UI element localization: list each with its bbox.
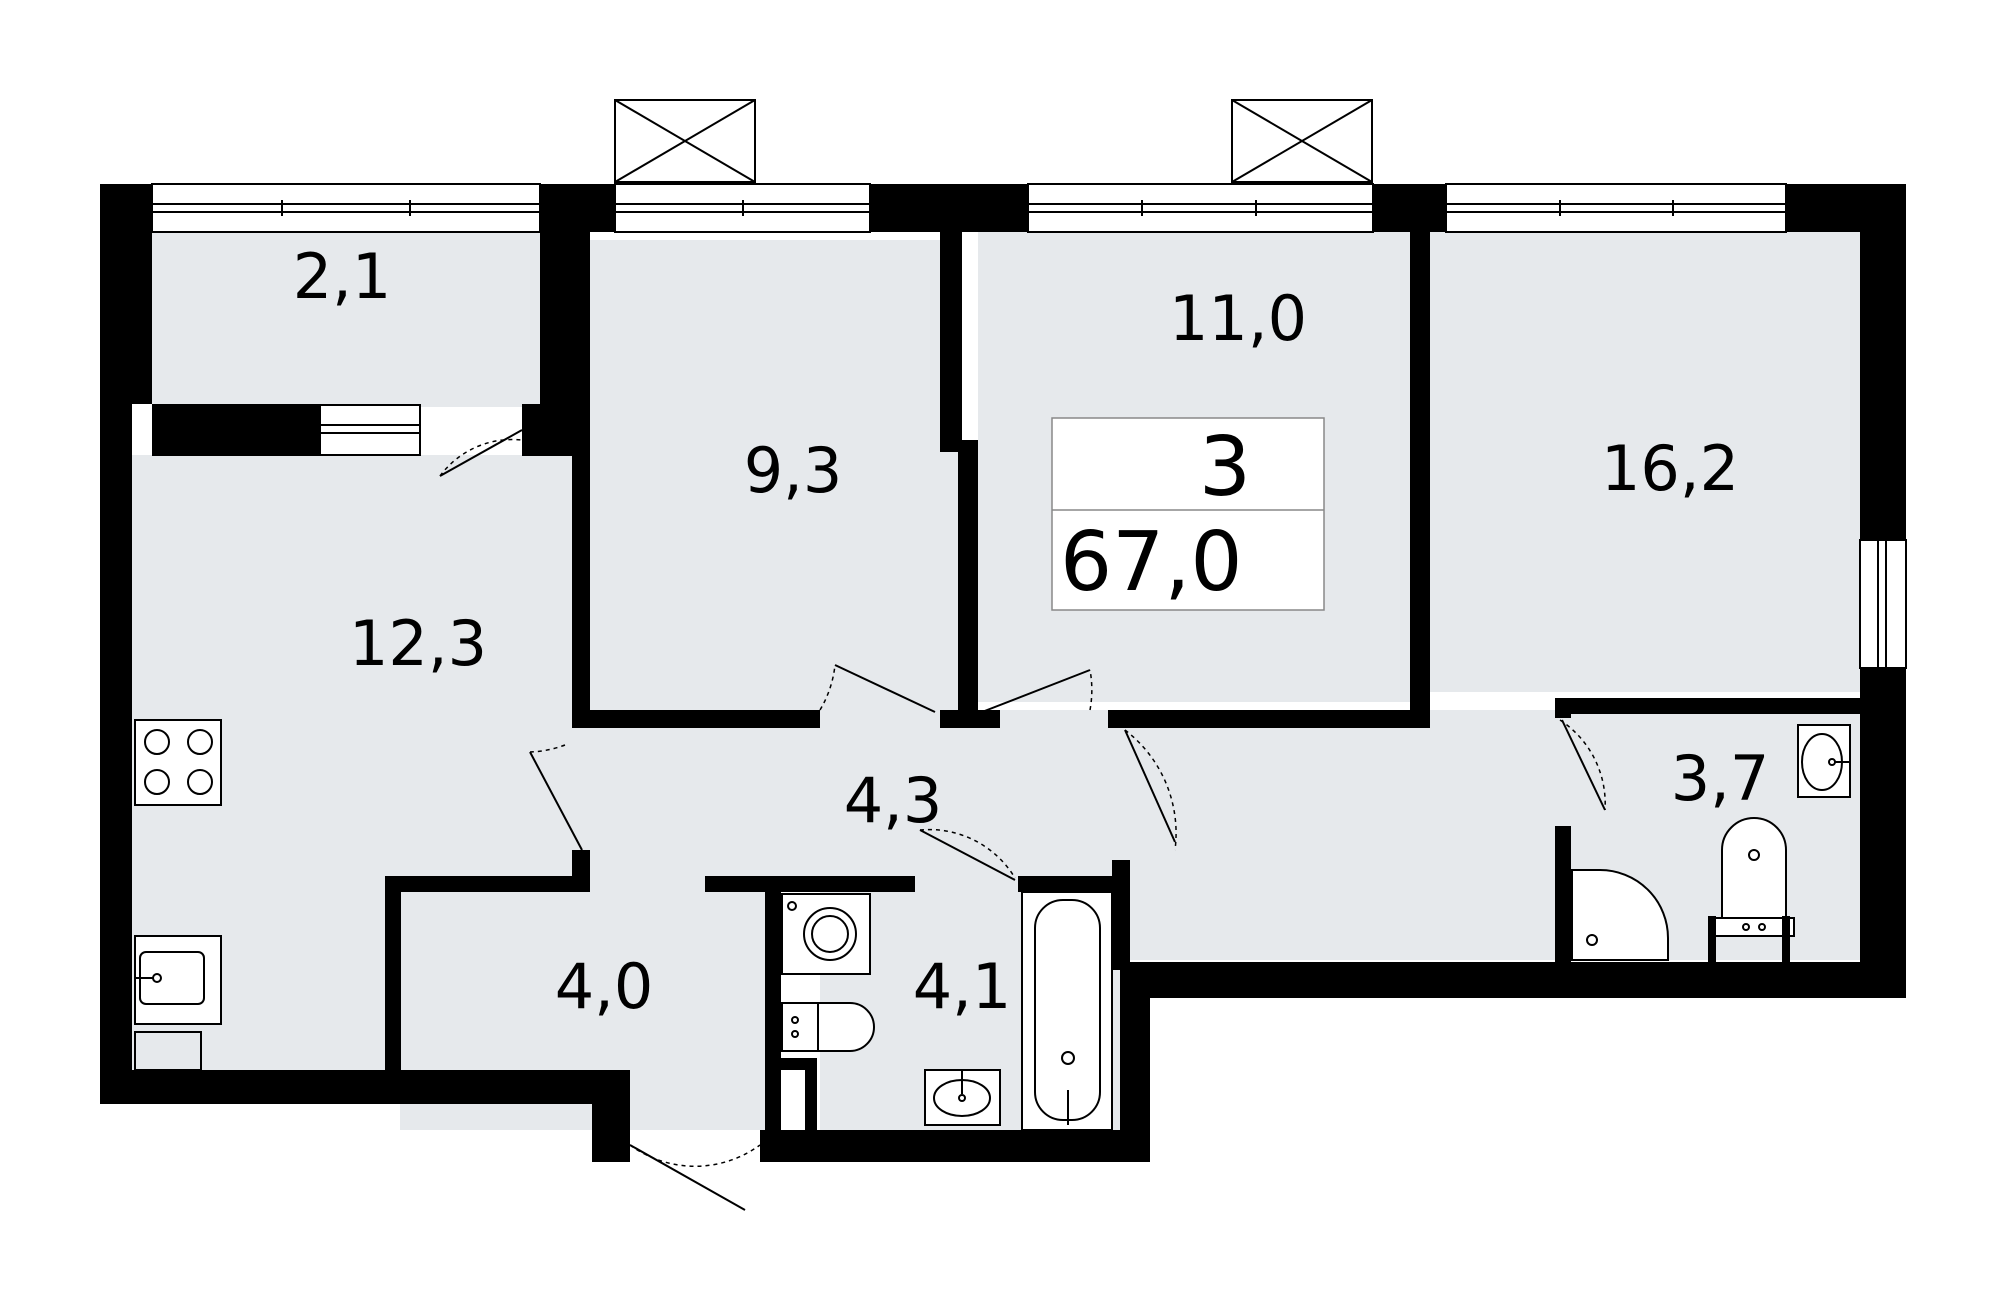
kitchen-sink-icon xyxy=(134,935,222,1025)
bathtub-icon xyxy=(1021,891,1113,1131)
area-kitchen: 12,3 xyxy=(349,607,487,680)
toilet-icon xyxy=(781,1002,875,1052)
room-labels: 2,1 9,3 11,0 16,2 12,3 4,3 4,0 4,1 3,7 xyxy=(293,240,1770,1023)
washing-machine-icon xyxy=(781,893,871,975)
sink-icon xyxy=(924,1069,1001,1126)
total-area-box: 3 67,0 xyxy=(1051,417,1325,611)
shower-toilet-icon xyxy=(1708,817,1795,962)
area-bedroom-small: 9,3 xyxy=(744,434,843,507)
area-bedroom-large: 16,2 xyxy=(1601,432,1739,505)
area-corridor: 4,3 xyxy=(844,764,943,837)
doors xyxy=(439,429,1606,1211)
shower-sink-icon xyxy=(1797,724,1851,798)
area-shower-room: 3,7 xyxy=(1671,742,1770,815)
walls xyxy=(100,184,1906,1162)
total-area: 67,0 xyxy=(1060,515,1243,610)
area-balcony: 2,1 xyxy=(293,240,392,313)
area-bathroom: 4,1 xyxy=(913,950,1012,1023)
windows xyxy=(151,183,1907,669)
vent-boxes xyxy=(614,99,1373,183)
area-hallway: 4,0 xyxy=(555,950,654,1023)
stove-icon xyxy=(134,719,222,806)
fixtures xyxy=(134,719,1851,1131)
shower-icon xyxy=(1571,869,1669,961)
rooms-count: 3 xyxy=(1199,420,1251,515)
area-bedroom-middle: 11,0 xyxy=(1169,282,1307,355)
